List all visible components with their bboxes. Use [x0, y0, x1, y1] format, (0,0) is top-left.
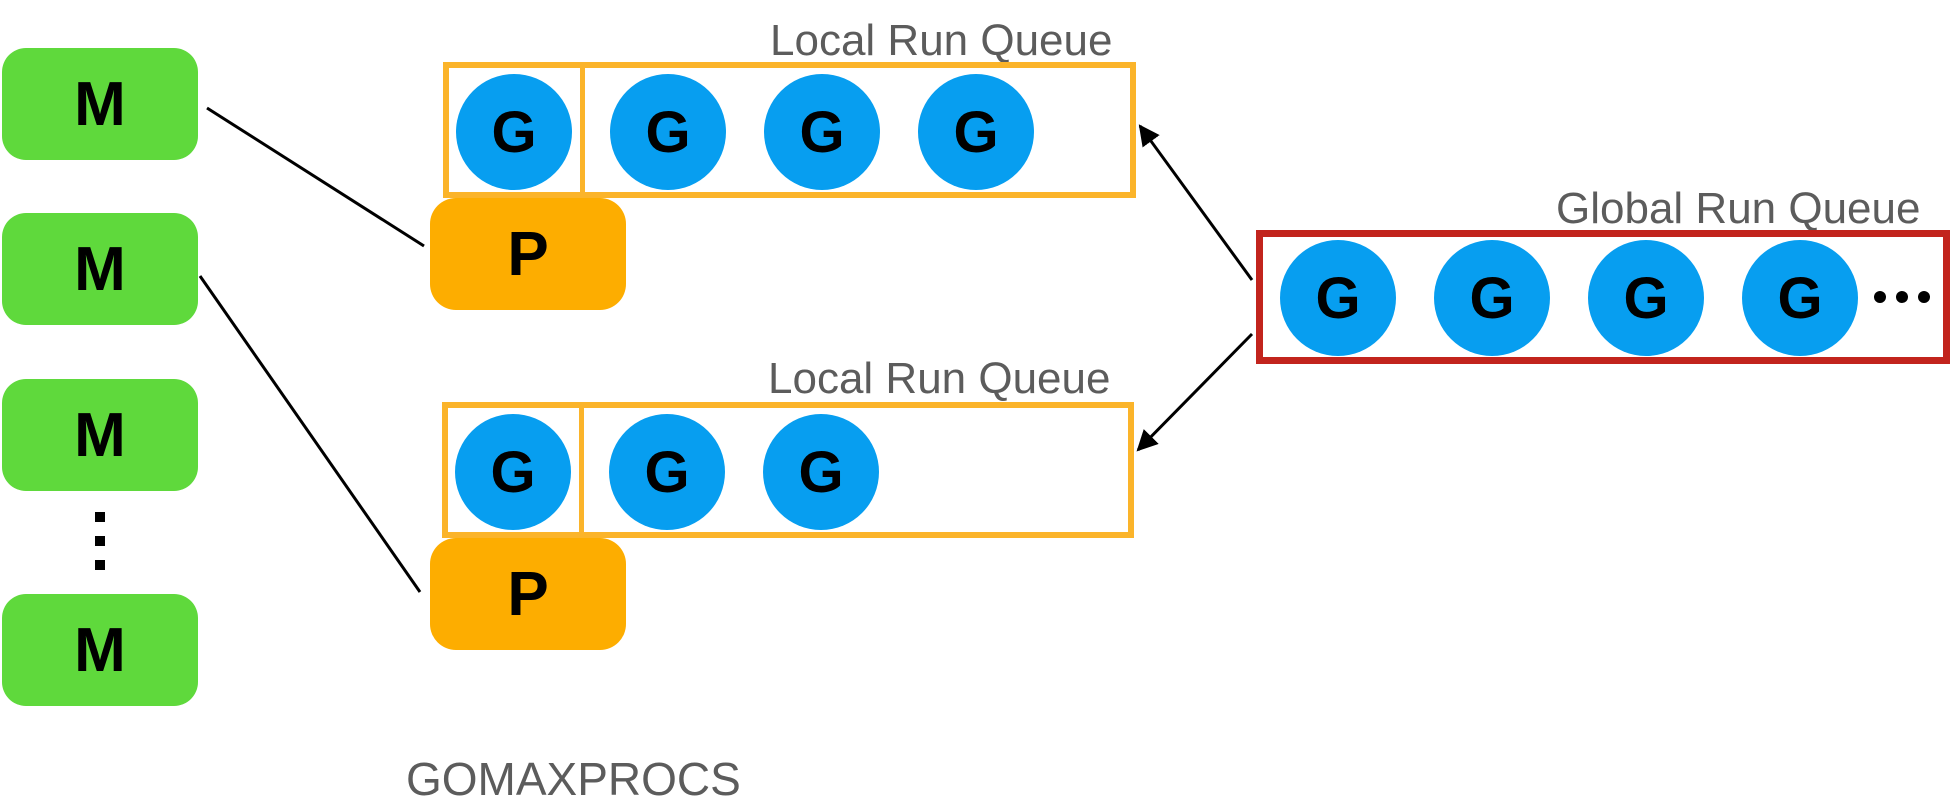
goroutine: G	[1280, 240, 1396, 356]
m1-p1-link	[206, 106, 425, 248]
processor-2: P	[430, 538, 626, 650]
global-queue-ellipsis	[1874, 282, 1930, 312]
machine-label: M	[74, 615, 126, 685]
goroutine: G	[455, 414, 571, 530]
machine-3: M	[2, 379, 198, 491]
local-run-queue-1-head-slot	[443, 62, 585, 198]
machine-vertical-ellipsis	[85, 512, 115, 570]
machine-label: M	[74, 69, 126, 139]
machine-2: M	[2, 213, 198, 325]
processor-label: P	[507, 559, 549, 629]
local-run-queue-2-label: Local Run Queue	[768, 354, 1111, 403]
goroutine: G	[1588, 240, 1704, 356]
goroutine: G	[456, 74, 572, 190]
goroutine: G	[1434, 240, 1550, 356]
processor-label: P	[507, 219, 549, 289]
goroutine: G	[609, 414, 725, 530]
gomaxprocs-label: GOMAXPROCS	[406, 753, 741, 805]
machine-label: M	[74, 234, 126, 304]
machine-label: M	[74, 400, 126, 470]
goroutine: G	[610, 74, 726, 190]
machine-1: M	[2, 48, 198, 160]
machine-n: M	[2, 594, 198, 706]
processor-1: P	[430, 198, 626, 310]
goroutine: G	[918, 74, 1034, 190]
global-to-local1-arrow	[1138, 124, 1254, 281]
global-run-queue	[1256, 230, 1950, 364]
global-to-local2-arrow	[1136, 332, 1254, 452]
goroutine: G	[764, 74, 880, 190]
goroutine: G	[763, 414, 879, 530]
local-run-queue-1-label: Local Run Queue	[770, 16, 1113, 65]
local-run-queue-2-head-slot	[442, 402, 584, 538]
m2-p2-link	[198, 275, 422, 593]
goroutine: G	[1742, 240, 1858, 356]
global-run-queue-label: Global Run Queue	[1556, 184, 1921, 233]
